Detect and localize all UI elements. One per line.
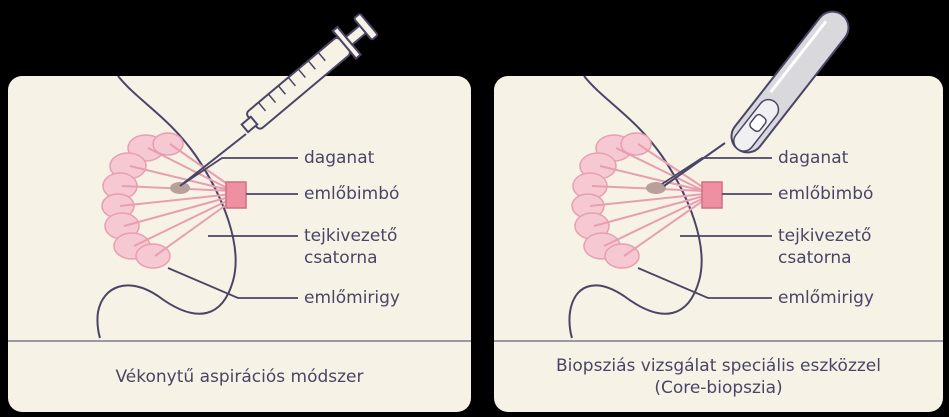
label-nipple: emlőbimbó [778, 184, 873, 204]
label-gland: emlőmirigy [304, 288, 400, 308]
left-panel: daganat emlőbimbó tejkivezető csatorna e… [8, 76, 471, 412]
left-caption-text: Vékonytű aspirációs módszer [116, 366, 364, 388]
nipple-shape [702, 182, 722, 208]
label-duct: tejkivezető [304, 226, 397, 246]
nipple-shape [226, 182, 246, 208]
label-duct-2: csatorna [778, 248, 852, 268]
left-caption: Vékonytű aspirációs módszer [8, 340, 471, 412]
right-panel: daganat emlőbimbó tejkivezető csatorna e… [494, 76, 943, 412]
label-duct: tejkivezető [778, 226, 871, 246]
label-tumor: daganat [778, 148, 848, 168]
label-nipple: emlőbimbó [304, 184, 399, 204]
right-caption: Biopsziás vizsgálat speciális eszközzel … [494, 340, 943, 412]
label-duct-2: csatorna [304, 248, 378, 268]
label-tumor: daganat [304, 148, 374, 168]
right-caption-line2: (Core-biopszia) [654, 377, 782, 399]
right-caption-line1: Biopsziás vizsgálat speciális eszközzel [556, 355, 881, 377]
label-gland: emlőmirigy [778, 288, 874, 308]
tumor-shape [170, 182, 190, 194]
